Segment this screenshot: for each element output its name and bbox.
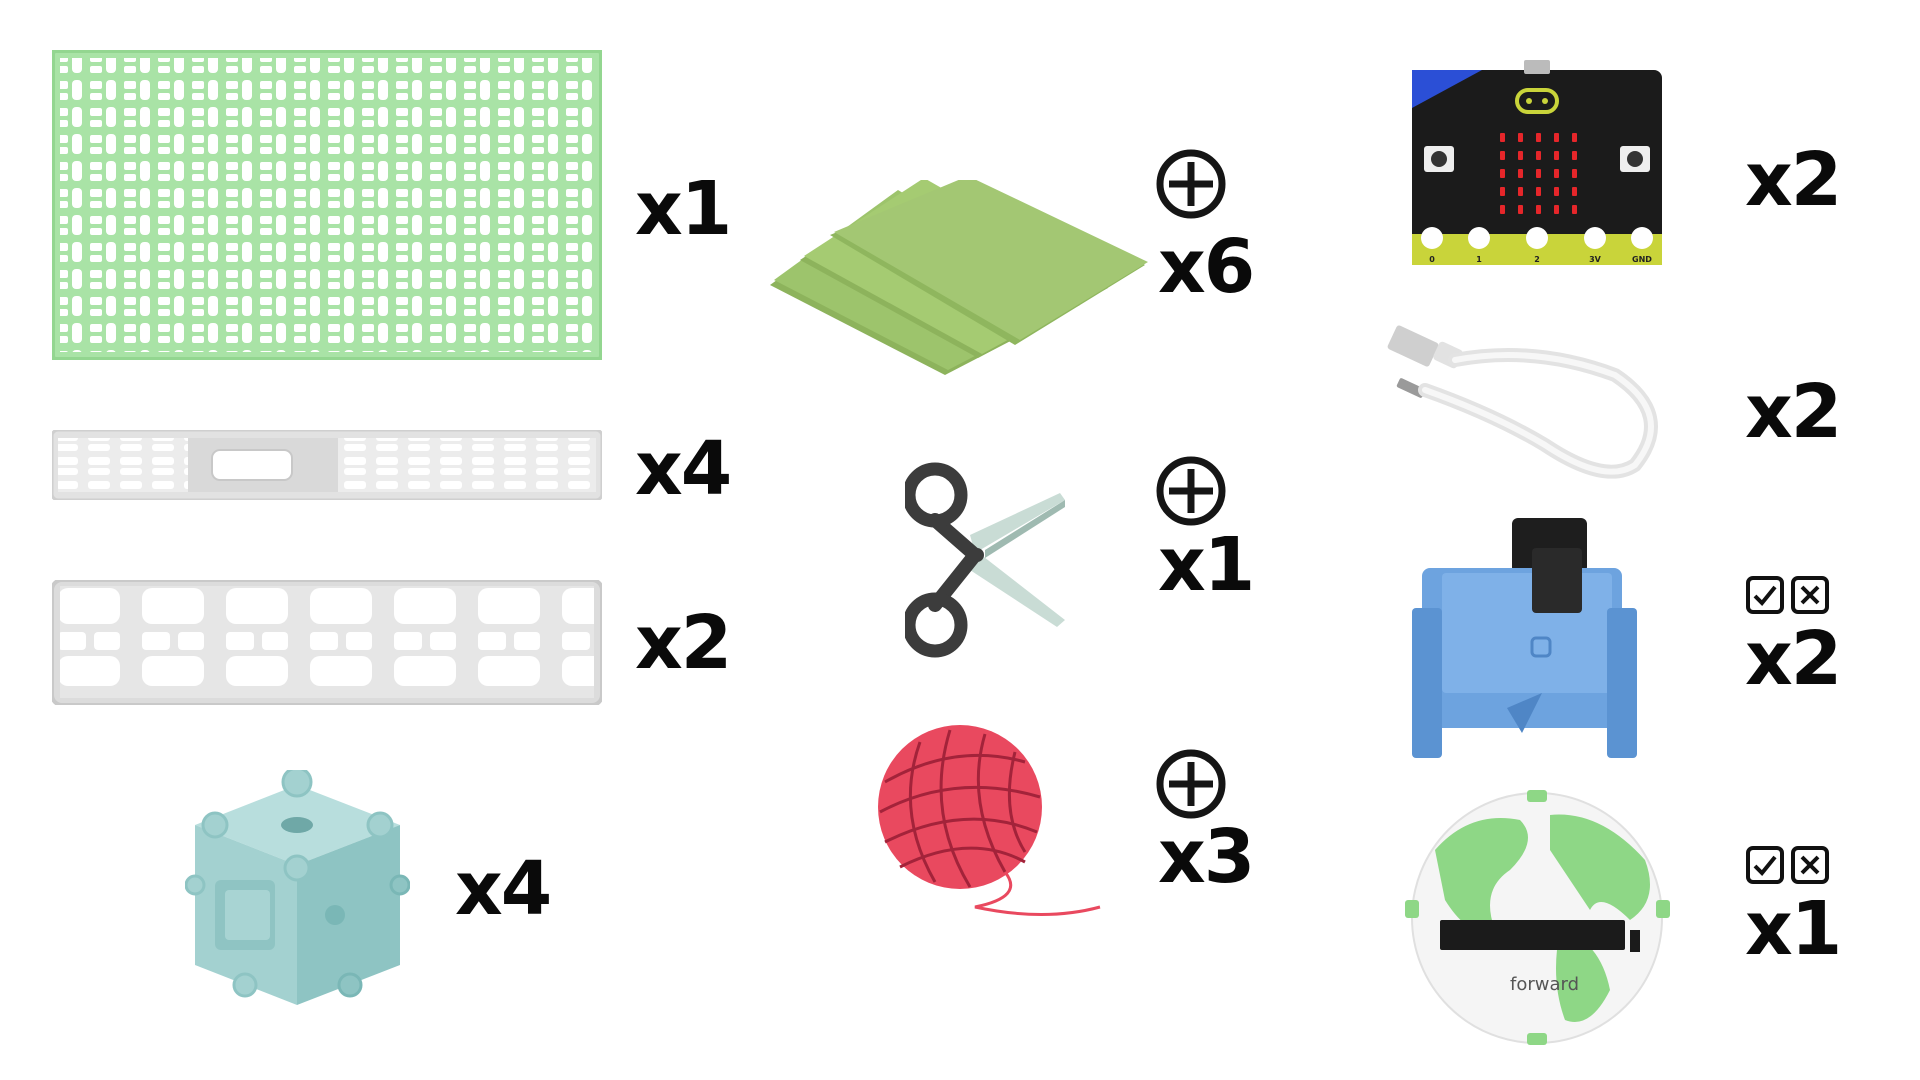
led [1572,133,1577,142]
led [1536,133,1541,142]
pin-label-0: 0 [1429,255,1435,264]
large-white-beam [52,580,602,705]
led [1554,187,1559,196]
pin-label-1: 1 [1476,255,1482,264]
led [1518,133,1523,142]
led [1536,205,1541,214]
led [1518,205,1523,214]
pin-label-2: 2 [1534,255,1540,264]
led [1518,187,1523,196]
small-white-beam [52,430,602,500]
forward-board-x-box-icon [1790,845,1830,885]
yarn-optional-plus-icon [1155,748,1227,820]
led [1554,169,1559,178]
led [1500,205,1505,214]
usb-cable [1385,315,1675,485]
led [1500,133,1505,142]
pin-label-3v: 3V [1589,255,1602,264]
forward-logo-text: forward [1510,974,1579,995]
led [1572,205,1577,214]
battery-case-check-box-icon [1745,575,1785,615]
led [1572,151,1577,160]
green-grid-panel [52,50,602,360]
small-white-beam-quantity: x4 [635,426,732,512]
led [1500,169,1505,178]
scissors-optional-plus-icon [1155,455,1227,527]
led [1518,151,1523,160]
led [1554,133,1559,142]
forward-board: forward [1400,790,1675,1045]
green-paper-sheets [770,180,1150,380]
battery-case-x-box-icon [1790,575,1830,615]
led [1554,151,1559,160]
forward-board-check-box-icon [1745,845,1785,885]
led [1536,151,1541,160]
led [1536,169,1541,178]
paper-quantity: x6 [1158,224,1255,310]
large-white-beam-quantity: x2 [635,600,732,686]
paper-optional-plus-icon [1155,148,1227,220]
battery-case [1412,518,1662,768]
green-grid-panel-quantity: x1 [635,166,732,252]
microbit-board: 0 1 2 3V GND [1412,58,1662,268]
led [1518,169,1523,178]
battery-case-quantity: x2 [1745,616,1842,702]
led [1554,205,1559,214]
scissors-quantity: x1 [1158,522,1255,608]
cube-connector [185,770,410,1010]
led [1572,169,1577,178]
cube-connector-quantity: x4 [455,846,552,932]
led [1536,187,1541,196]
forward-board-quantity: x1 [1745,886,1842,972]
led [1572,187,1577,196]
usb-cable-quantity: x2 [1745,369,1842,455]
led [1500,151,1505,160]
yarn-ball-icon [875,722,1105,922]
led [1500,187,1505,196]
microbit-quantity: x2 [1745,137,1842,223]
yarn-quantity: x3 [1158,814,1255,900]
scissors-icon [905,455,1075,665]
pin-label-gnd: GND [1632,255,1652,264]
